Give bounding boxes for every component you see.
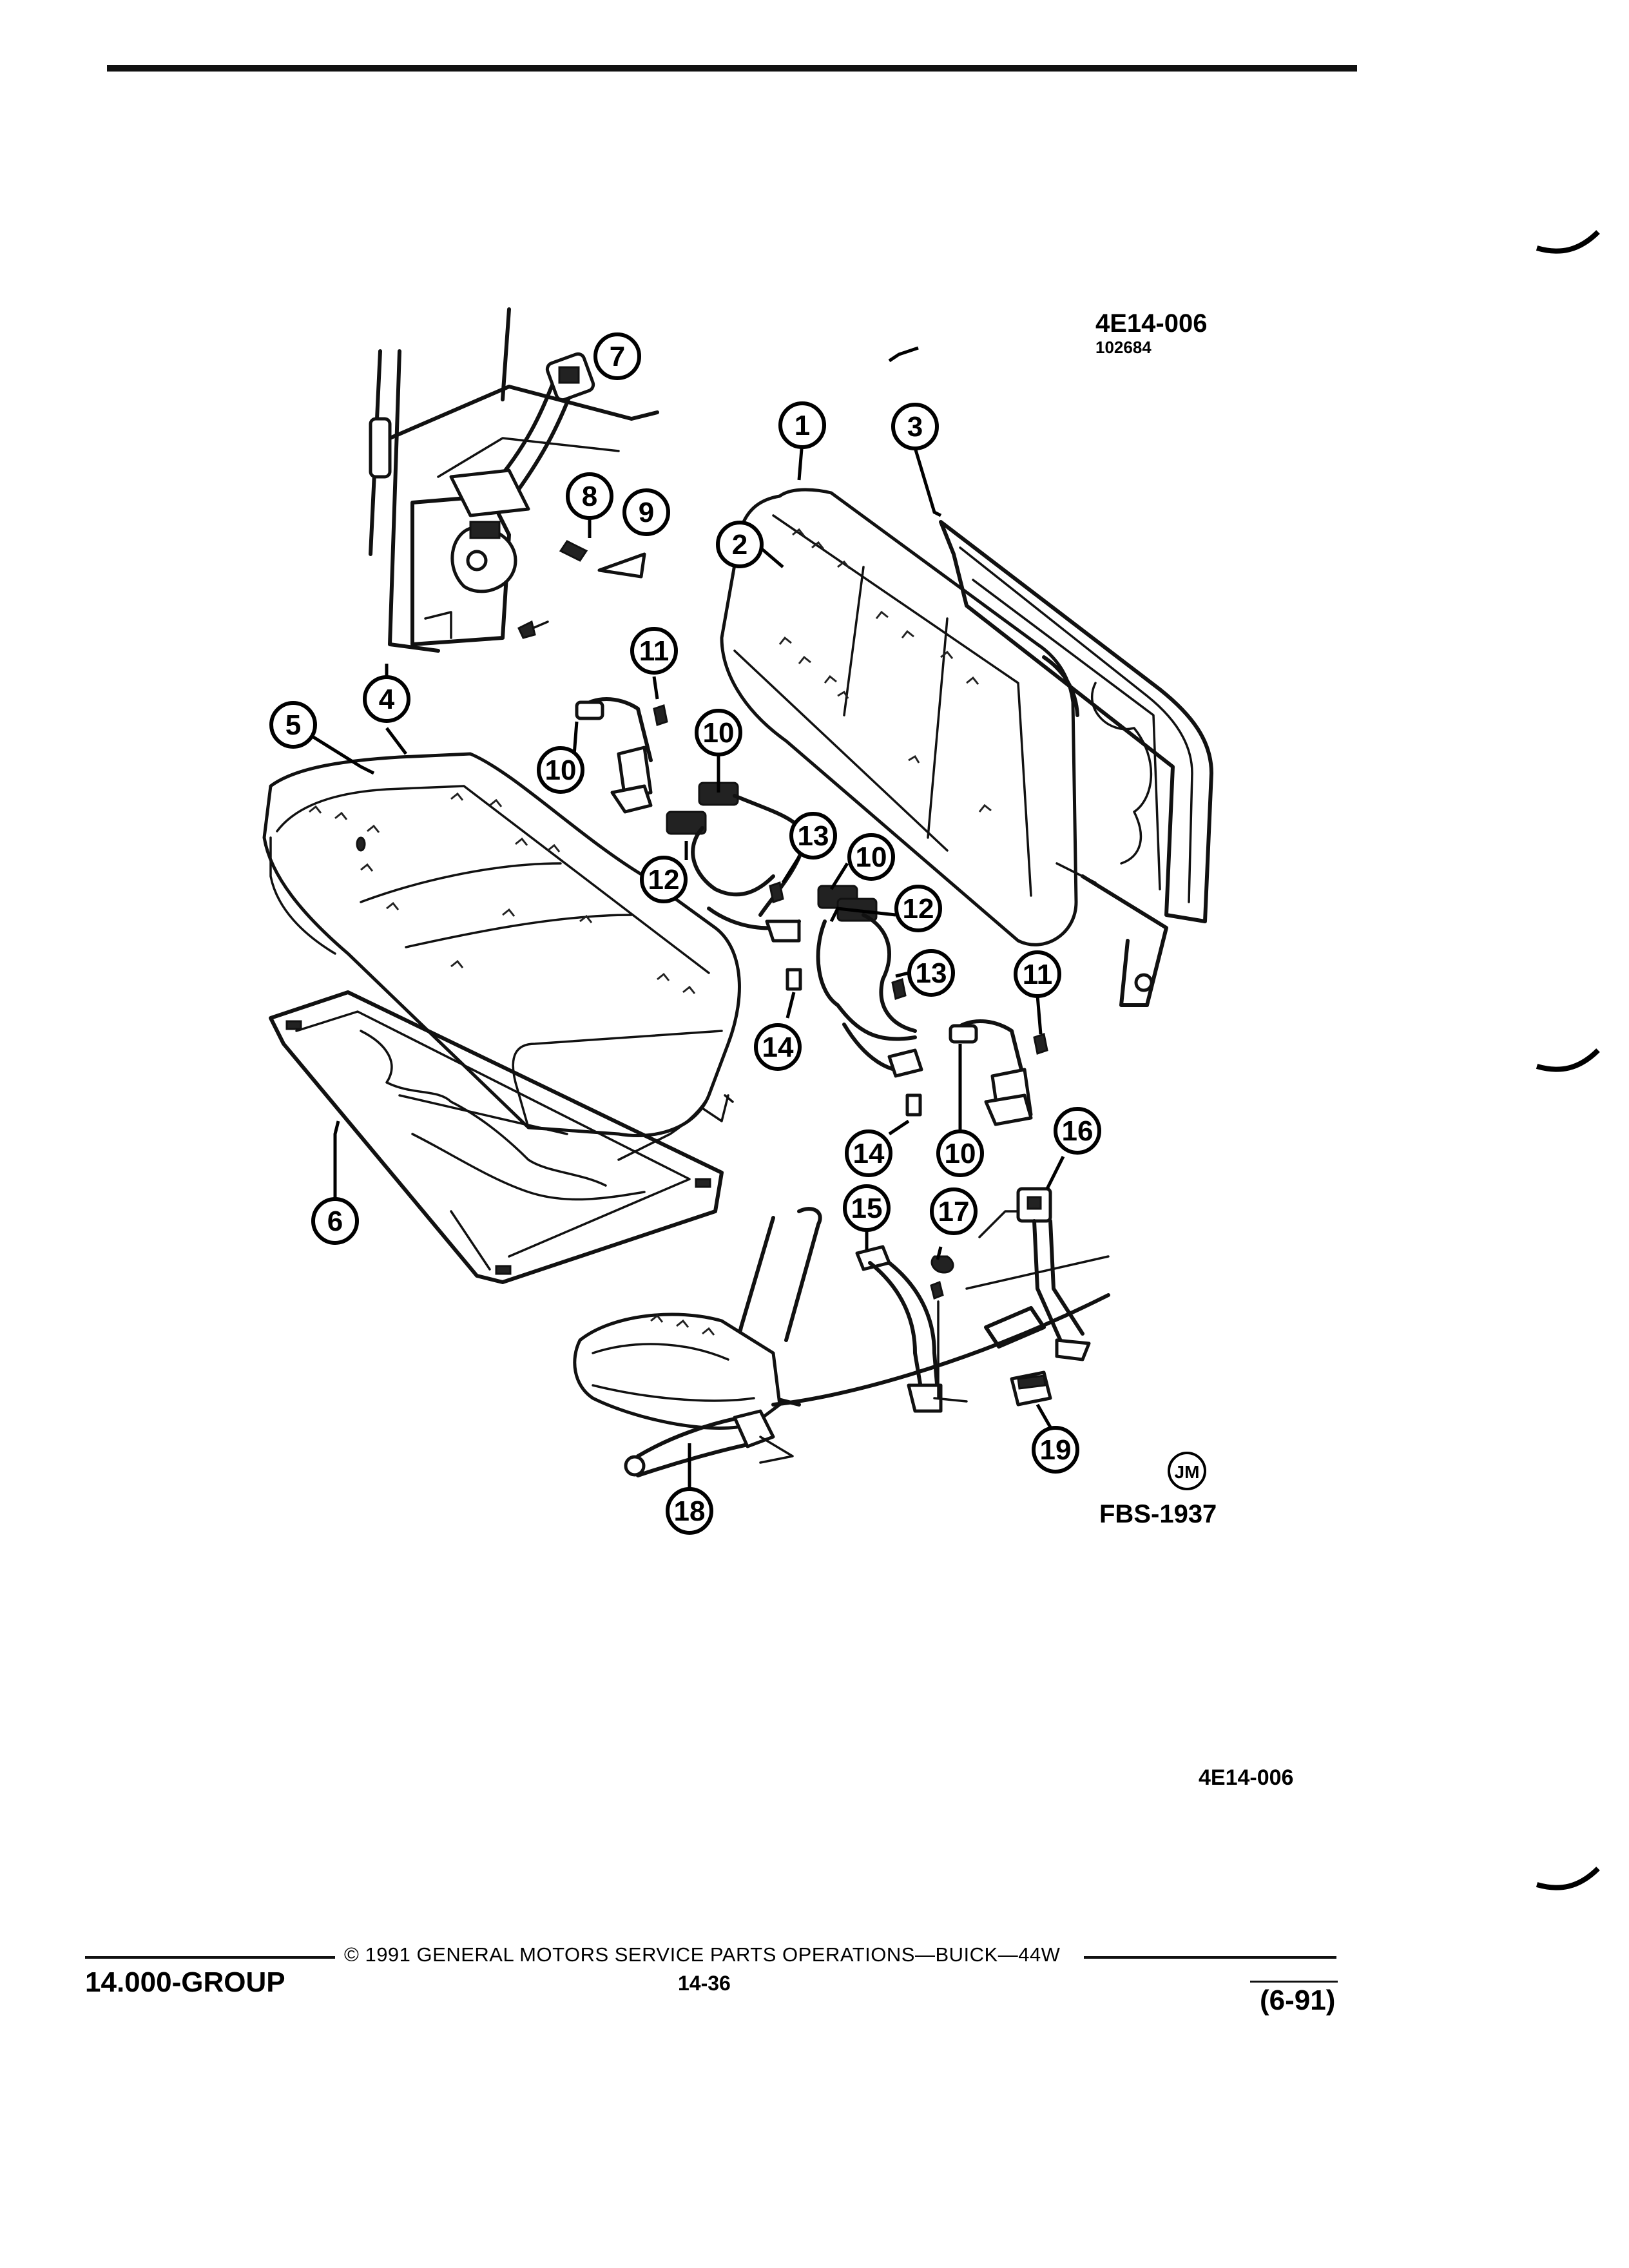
callout-7: 7 — [593, 332, 641, 380]
figure-id: FBS-1937 — [1099, 1500, 1217, 1528]
callout-14-b: 14 — [845, 1129, 892, 1177]
seat-cushion-frame — [269, 990, 724, 1284]
callout-label: 3 — [907, 411, 923, 443]
pillar-assembly — [369, 307, 659, 653]
callout-8: 8 — [566, 472, 613, 520]
callout-15: 15 — [843, 1184, 891, 1232]
scan-mark — [1536, 230, 1600, 254]
footer-page-number: 14-36 — [678, 1972, 731, 1995]
callout-label: 10 — [545, 754, 577, 786]
callout-label: 10 — [856, 841, 887, 873]
footer-group: 14.000-GROUP — [85, 1966, 285, 1998]
callout-10-d: 10 — [936, 1129, 984, 1177]
callout-label: 14 — [853, 1138, 885, 1169]
callout-label: 7 — [610, 341, 625, 372]
callout-label: 15 — [851, 1193, 883, 1224]
callout-label: 6 — [327, 1206, 343, 1237]
callout-13-b: 13 — [907, 949, 955, 997]
callout-10-b: 10 — [695, 709, 742, 756]
callout-12-b: 12 — [894, 885, 942, 932]
footer-rule-date — [1250, 1981, 1338, 1983]
callout-label: 4 — [379, 684, 395, 715]
callout-18: 18 — [666, 1487, 713, 1535]
diagram-subcode: 102684 — [1095, 338, 1152, 357]
callout-label: 10 — [703, 717, 735, 749]
callout-5: 5 — [269, 701, 317, 749]
callout-14-a: 14 — [754, 1023, 802, 1071]
callout-9: 9 — [622, 488, 670, 536]
bottom-diagram-code: 4E14-006 — [1199, 1765, 1294, 1790]
callout-label: 1 — [795, 410, 810, 441]
callout-label: 11 — [1023, 959, 1053, 990]
callout-11-b: 11 — [1014, 950, 1061, 998]
callout-label: 9 — [639, 497, 654, 528]
scan-mark — [1536, 1048, 1600, 1072]
footer-rule-right — [1084, 1956, 1336, 1959]
callout-10-c: 10 — [847, 833, 895, 881]
seat-back-frame — [939, 520, 1213, 1007]
callout-4: 4 — [363, 675, 410, 723]
callout-2: 2 — [716, 521, 764, 568]
leader-lines — [308, 346, 1065, 1488]
callout-label: 2 — [732, 529, 747, 561]
artist-mark-label: JM — [1175, 1462, 1200, 1482]
callout-label: 13 — [798, 820, 829, 852]
callout-3: 3 — [891, 403, 939, 450]
callout-13-a: 13 — [789, 812, 837, 860]
seat-cushion — [262, 752, 741, 1137]
lap-belts — [575, 697, 1048, 1126]
callout-label: 13 — [916, 957, 947, 989]
callout-12-a: 12 — [640, 856, 688, 903]
callout-label: 8 — [582, 481, 597, 512]
callout-16: 16 — [1054, 1107, 1101, 1155]
callout-label: 17 — [938, 1196, 970, 1227]
front-seat-assembly — [573, 1187, 1110, 1477]
top-rule — [107, 65, 1357, 72]
callout-label: 12 — [903, 893, 934, 925]
callout-label: 16 — [1062, 1115, 1094, 1147]
callout-label: 10 — [945, 1138, 976, 1169]
callout-19: 19 — [1032, 1426, 1079, 1474]
callout-label: 5 — [285, 709, 301, 741]
callout-label: 14 — [762, 1032, 794, 1063]
diagram-code: 4E14-006 — [1095, 309, 1208, 338]
artist-mark: JM — [1168, 1452, 1206, 1490]
callout-1: 1 — [778, 401, 826, 449]
callout-label: 11 — [639, 635, 670, 667]
callout-label: 19 — [1040, 1434, 1072, 1466]
footer-date: (6-91) — [1260, 1984, 1336, 2016]
callout-17: 17 — [930, 1187, 978, 1235]
callout-10-a: 10 — [537, 746, 584, 794]
footer-rule-left — [85, 1956, 335, 1959]
callout-label: 18 — [674, 1495, 706, 1527]
callout-6: 6 — [311, 1197, 359, 1245]
footer-copyright: © 1991 GENERAL MOTORS SERVICE PARTS OPER… — [344, 1943, 1061, 1966]
scan-mark — [1536, 1867, 1600, 1890]
callout-label: 12 — [648, 864, 680, 896]
callout-11-a: 11 — [630, 627, 678, 675]
